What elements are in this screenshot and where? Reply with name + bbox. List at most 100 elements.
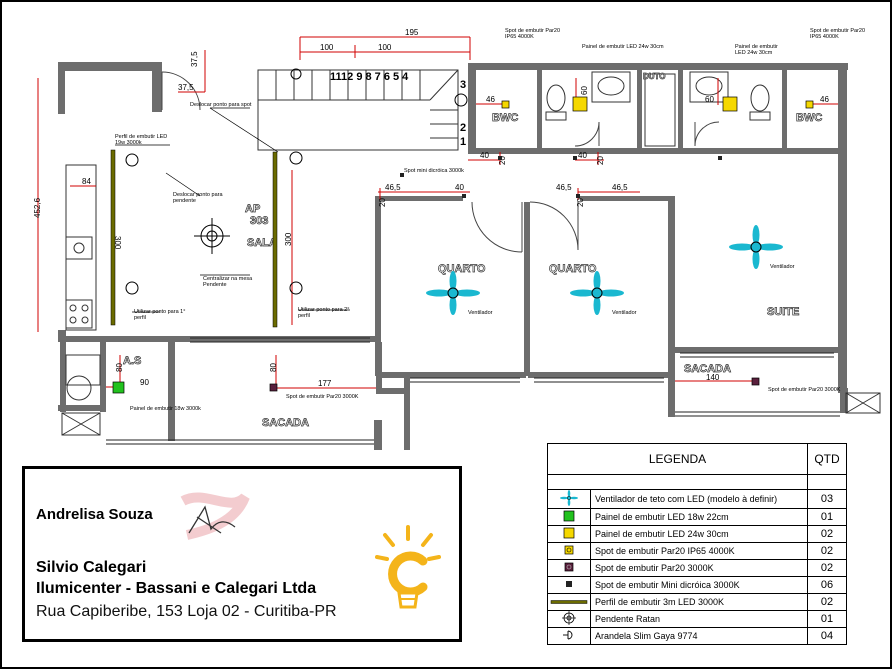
- legend-title: LEGENDA: [547, 443, 808, 475]
- dim-20-quarto: 20: [378, 198, 387, 207]
- note-util2-2: perfil: [298, 313, 310, 319]
- spot-mini-icon: [573, 156, 577, 160]
- pendant-icon: [562, 611, 576, 625]
- legend-label: Painel de embutir LED 18w 22cm: [590, 508, 808, 526]
- wall-sconce-icon: [563, 630, 573, 640]
- dim-140: 140: [706, 373, 720, 382]
- dim-80-as: 80: [115, 363, 124, 372]
- spot-mini-icon: [718, 156, 722, 160]
- dim-37-5-horizontal: 37,5: [178, 83, 194, 92]
- legend-qty: 02: [807, 525, 847, 543]
- wall-sconce-icon: [125, 153, 139, 167]
- leader-lines: [115, 107, 350, 313]
- spot-ip65-icon: [501, 100, 510, 109]
- note-ventilador-q2: Ventilador: [612, 310, 637, 316]
- legend-qty: 04: [807, 627, 847, 645]
- note-painel24-right-1: Painel de embutir: [735, 44, 778, 50]
- wall-sconces: [125, 68, 468, 295]
- company-name: Ilumicenter - Bassani e Calegari Ltda: [36, 580, 317, 597]
- legend-qty: 03: [807, 489, 847, 509]
- yellow-panel-icon: [563, 527, 575, 539]
- note-deslocar-pendente-2: pendente: [173, 198, 196, 204]
- windows: [106, 337, 840, 445]
- dim-100-right: 100: [378, 43, 392, 52]
- legend-label: Spot de embutir Par20 3000K: [590, 559, 808, 577]
- led-profile-icon: [550, 600, 588, 604]
- note-painel24-left: Painel de embutir LED 24w 30cm: [582, 44, 664, 50]
- note-spot-ip65-right-2: IP65 4000K: [810, 34, 839, 40]
- note-util2-1: Utilizar ponto para 2°: [298, 307, 349, 313]
- dim-20-bwc-2: 20: [596, 156, 605, 165]
- spots: [269, 100, 814, 392]
- legend-label: Painel de embutir LED 24w 30cm: [590, 525, 808, 543]
- note-ventilador-q1: Ventilador: [468, 310, 493, 316]
- spot-mini-icon: [462, 194, 466, 198]
- legend-row: Ventilador de teto com LED (modelo à def…: [547, 489, 847, 509]
- green-panel-icon: [563, 510, 575, 522]
- spot-mini-icon: [566, 581, 572, 587]
- dim-37-5-vertical: 37,5: [190, 51, 199, 67]
- legend-label: Pendente Ratan: [590, 610, 808, 628]
- wall-sconce-icon: [290, 68, 302, 80]
- note-spot-ip65-right-1: Spot de embutir Par20: [810, 28, 865, 34]
- legend-row: Perfil de embutir 3m LED 3000K 02: [547, 593, 847, 611]
- note-spot-par20-sala: Spot de embutir Par20 3000K: [286, 394, 359, 400]
- note-spot-ip65-left-1: Spot de embutir Par20: [505, 28, 560, 34]
- note-spot-mini: Spot mini dicróica 3000k: [404, 168, 464, 174]
- note-util1-1: Utilizar ponto para 1°: [134, 309, 185, 315]
- legend-qty-header: QTD: [807, 443, 847, 475]
- dim-46-left: 46: [486, 95, 495, 104]
- staircase: [257, 69, 459, 151]
- dim-40-bwc-left: 40: [480, 151, 489, 160]
- wall-sconce-icon: [289, 281, 303, 295]
- dim-46-5-mid: 46,5: [556, 183, 572, 192]
- dim-46-right: 46: [820, 95, 829, 104]
- note-perfil-2: 19w 3000k: [115, 140, 142, 146]
- dim-20-quarto-2: 20: [576, 198, 585, 207]
- dim-40-bwc-mid: 40: [578, 151, 587, 160]
- signature-icon: [180, 492, 250, 540]
- legend-row: Spot de embutir Par20 3000K 02: [547, 559, 847, 577]
- legend-label: Perfil de embutir 3m LED 3000K: [590, 593, 808, 611]
- legend-row: Pendente Ratan 01: [547, 610, 847, 628]
- pendant-icon: [194, 218, 230, 254]
- note-painel24-right-2: LED 24w 30cm: [735, 50, 773, 56]
- spot-mini-icon: [498, 156, 502, 160]
- room-suite: SUITE: [767, 306, 799, 318]
- yellow-panel-icon: [572, 96, 588, 112]
- address: Rua Capiberibe, 153 Loja 02 - Curitiba-P…: [36, 603, 337, 620]
- legend-row: Spot de embutir Mini dicróica 3000K 06: [547, 576, 847, 594]
- spot-ip65-icon: [805, 100, 814, 109]
- room-sala: SALA: [247, 237, 277, 249]
- legend-row: Spot de embutir Par20 IP65 4000K 02: [547, 542, 847, 560]
- legend-qty: 02: [807, 593, 847, 611]
- spot-mini-icon: [576, 194, 580, 198]
- note-deslocar-pendente-1: Deslocar ponto para: [173, 192, 223, 198]
- dim-46-5-left: 46,5: [385, 183, 401, 192]
- legend-qty: 02: [807, 542, 847, 560]
- green-panel-icon: [112, 381, 125, 394]
- wall-sconce-icon: [125, 281, 139, 295]
- dim-177: 177: [318, 379, 332, 388]
- room-sacada-1: SACADA: [262, 417, 309, 429]
- bathroom-fixtures: [545, 71, 771, 147]
- client-name: Silvio Calegari: [36, 559, 147, 576]
- spot-mini-group: [400, 156, 722, 198]
- lightbulb-logo-icon: [375, 525, 441, 609]
- title-block: Andrelisa Souza Silvio Calegari Ilumicen…: [22, 466, 462, 642]
- note-perfil-1: Perfil de embutir LED: [115, 134, 167, 140]
- stair-step-1: 1: [460, 136, 466, 148]
- legend-qty: 01: [807, 610, 847, 628]
- dimension-labels: 195 100 100 37,5 37,5 452,6 84 300 300 4…: [33, 28, 829, 388]
- panels: [112, 96, 738, 394]
- dim-60-left: 60: [580, 86, 589, 95]
- stair-numbers: 1112 9 8 7 6 5 4 3 2 1: [330, 71, 466, 148]
- spot-par20-icon: [751, 377, 760, 386]
- legend-label: Spot de embutir Par20 IP65 4000K: [590, 542, 808, 560]
- room-bwc-right: BWC: [796, 112, 822, 124]
- legend-qty: 01: [807, 508, 847, 526]
- stair-step-2: 2: [460, 122, 466, 134]
